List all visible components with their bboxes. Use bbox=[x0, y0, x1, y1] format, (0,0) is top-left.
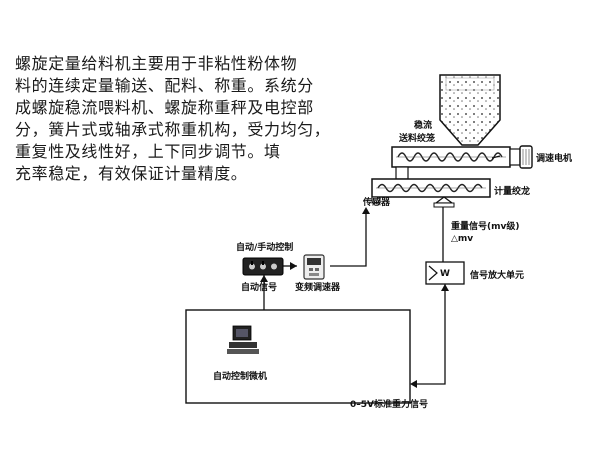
load-cell-sensor bbox=[433, 196, 455, 208]
arrow-into-computer bbox=[410, 380, 417, 388]
label-amp-symbol: W bbox=[440, 269, 450, 279]
intro-line: 充率稳定，有效保证计量精度。 bbox=[15, 164, 248, 183]
arrow-up-to-switch bbox=[260, 275, 268, 282]
label-vfd: 变频调速器 bbox=[295, 281, 341, 293]
intro-paragraph: 螺旋定量给料机主要用于非粘性粉体物 料的连续定量输送、配料、称重。系统分 成螺旋… bbox=[15, 53, 375, 185]
hopper bbox=[439, 74, 501, 146]
label-computer: 自动控制微机 bbox=[213, 370, 267, 382]
label-weight-signal: 重量信号(mv级) bbox=[451, 220, 519, 232]
speed-motor bbox=[509, 145, 533, 169]
label-speed-motor: 调速电机 bbox=[536, 152, 572, 164]
label-std-signal: 0–5V标准重力信号 bbox=[350, 398, 428, 410]
intro-line: 分，簧片式或轴承式称重机构，受力均匀， bbox=[15, 120, 331, 139]
intro-line: 螺旋定量给料机主要用于非粘性粉体物 bbox=[15, 54, 298, 73]
arrow-up-to-metering bbox=[362, 207, 370, 214]
control-computer-box bbox=[185, 309, 411, 404]
std-signal-line bbox=[412, 284, 446, 385]
arrow-into-vfd bbox=[290, 262, 297, 270]
label-metering-screw: 计量绞龙 bbox=[494, 185, 530, 197]
sensor-to-vfd-line bbox=[330, 211, 367, 267]
intro-line: 料的连续定量输送、配料、称重。系统分 bbox=[15, 76, 314, 95]
label-sensor: 传感器 bbox=[362, 196, 391, 208]
label-auto-manual: 自动/手动控制 bbox=[236, 241, 293, 253]
computer-icon bbox=[227, 325, 259, 354]
label-auto-signal: 自动信号 bbox=[241, 281, 277, 293]
intro-line: 重复性及线性好，上下同步调节。填 bbox=[15, 142, 281, 161]
intro-line: 成螺旋稳流喂料机、螺旋称重秤及电控部 bbox=[15, 98, 314, 117]
signal-lines bbox=[263, 207, 446, 385]
auto-manual-switch bbox=[242, 257, 284, 276]
label-feed-screw: 送料绞笼 bbox=[398, 132, 435, 144]
frequency-converter bbox=[303, 254, 325, 280]
label-stable-flow: 稳流 bbox=[414, 119, 432, 131]
metering-screw-spiral bbox=[377, 183, 483, 193]
label-amp-unit: 信号放大单元 bbox=[470, 269, 524, 281]
feed-screw-spiral bbox=[397, 152, 503, 162]
label-delta-mv: △mv bbox=[451, 234, 473, 244]
drop-chute bbox=[395, 166, 409, 180]
arrow-up-to-amplifier bbox=[441, 284, 449, 291]
feed-screw-trough bbox=[391, 146, 511, 168]
metering-screw-trough bbox=[371, 178, 491, 204]
